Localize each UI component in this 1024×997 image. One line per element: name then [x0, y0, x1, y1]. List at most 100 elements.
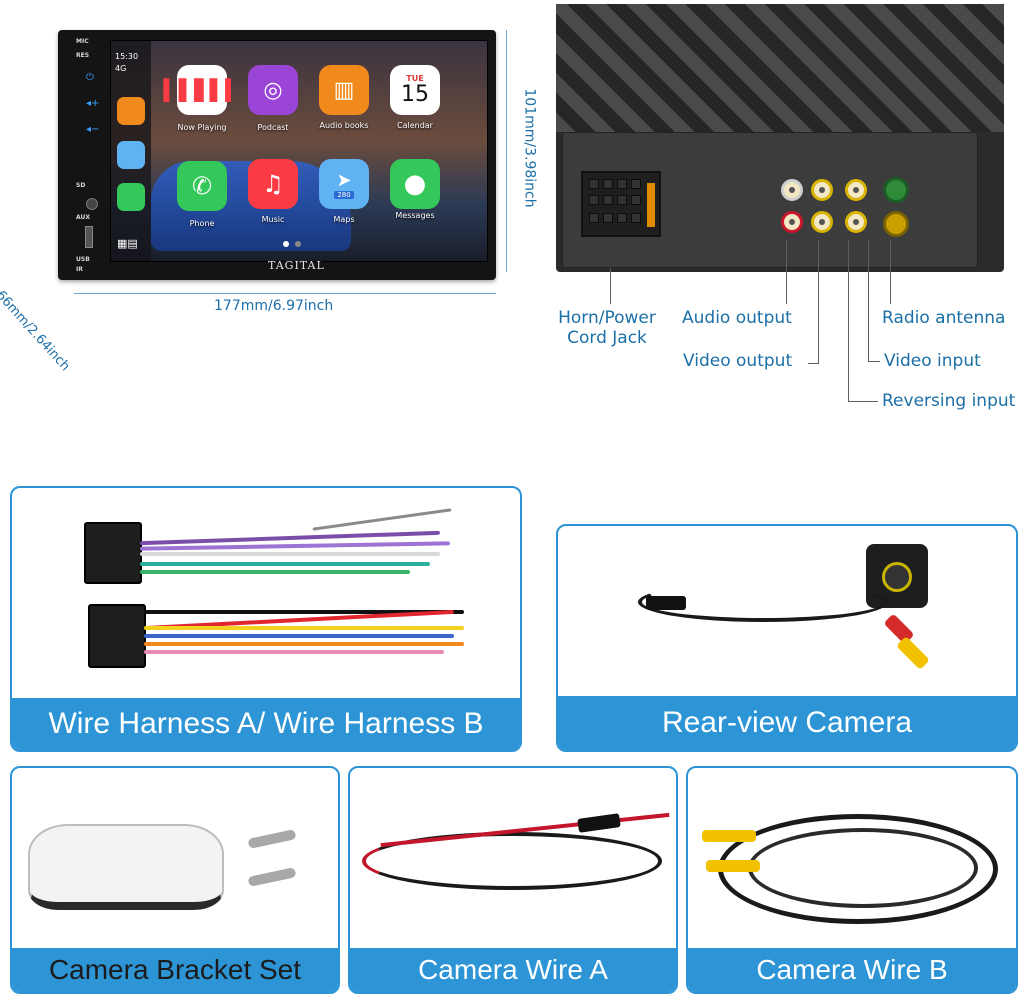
map-icon: ➤	[336, 169, 352, 191]
volume-up-icon: ◂+	[86, 98, 100, 109]
sd-label: SD	[76, 182, 86, 189]
status-bar: 15:30 4G	[115, 51, 138, 75]
screw-icon	[247, 867, 297, 887]
app-label: Phone	[189, 219, 215, 228]
carplay-screen[interactable]: 15:30 4G ▦▤ ▍▌▋▌▍ Now Playing ◎ Podcast …	[110, 40, 488, 262]
width-dimension-line	[74, 293, 496, 294]
app-label: Calendar	[397, 121, 433, 130]
app-now-playing[interactable]: ▍▌▋▌▍	[164, 65, 240, 115]
wire-a-plug	[577, 813, 621, 833]
bracket-caption: Camera Bracket Set	[12, 948, 338, 992]
rca-yellow-plug	[702, 830, 756, 842]
harness-b-connector	[88, 604, 146, 668]
audio-output-label: Audio output	[682, 308, 792, 328]
leader-line	[890, 240, 891, 304]
aux-label: AUX	[76, 214, 90, 221]
app-label: Maps	[333, 215, 355, 224]
fuse	[647, 183, 655, 227]
ir-label: IR	[76, 266, 83, 273]
mic-label: MIC	[76, 38, 89, 45]
power-icon: ⏻	[86, 72, 94, 83]
camera-wire-b-caption: Camera Wire B	[688, 948, 1016, 992]
usb-port	[85, 226, 93, 248]
width-dimension: 177mm/6.97inch	[214, 298, 334, 314]
app-label: Now Playing	[177, 123, 227, 132]
rear-connector-panel	[562, 132, 978, 268]
height-dimension-line	[506, 30, 507, 272]
leader-line	[848, 240, 849, 402]
cable-plug	[646, 596, 686, 610]
rca-jack	[845, 211, 867, 233]
page-dot-active	[283, 241, 289, 247]
horn-power-label: Horn/Power Cord Jack	[558, 308, 656, 348]
app-audiobooks[interactable]: ▥	[319, 65, 369, 115]
leader-line	[610, 268, 611, 304]
leader-line	[868, 240, 869, 362]
book-icon: ▥	[333, 77, 355, 103]
status-signal: 4G	[115, 64, 127, 73]
camera-wire-a-caption: Camera Wire A	[350, 948, 676, 992]
rca-jack	[811, 179, 833, 201]
rear-camera-card: Rear-view Camera	[556, 524, 1018, 752]
dock-audiobooks-icon[interactable]	[117, 97, 145, 125]
map-route-badge: 280	[334, 190, 354, 199]
rca-jack	[845, 179, 867, 201]
dashboard-grid-icon[interactable]: ▦▤	[117, 237, 138, 250]
harness-a-connector	[84, 522, 142, 584]
reversing-input-label: Reversing input	[882, 391, 1016, 411]
iso-power-connector	[581, 171, 661, 237]
bracket-card: Camera Bracket Set	[10, 766, 340, 994]
dock-maps-icon[interactable]	[117, 141, 145, 169]
screw-icon	[247, 829, 297, 849]
status-time: 15:30	[115, 52, 139, 61]
app-label: Music	[261, 215, 285, 224]
head-unit-back	[556, 4, 1004, 272]
leader-line	[848, 401, 878, 402]
app-calendar[interactable]: TUE 15	[390, 65, 440, 115]
app-label: Messages	[395, 211, 435, 220]
music-note-icon: ♫	[262, 170, 284, 198]
app-maps[interactable]: ➤ 280	[319, 159, 369, 209]
message-bubble-icon: ●	[403, 169, 427, 199]
rca-jack	[811, 211, 833, 233]
aux-jack	[86, 198, 98, 210]
leader-line	[868, 361, 880, 362]
usb-label: USB	[76, 256, 90, 263]
leader-line	[786, 240, 787, 304]
rca-yellow-plug	[896, 636, 930, 670]
wire-harness-caption: Wire Harness A/ Wire Harness B	[12, 698, 520, 750]
waveform-icon: ▍▌▋▌▍	[163, 78, 241, 102]
app-music[interactable]: ♫	[248, 159, 298, 209]
calendar-day: TUE	[406, 73, 424, 83]
camera-cable	[638, 582, 888, 622]
brand-logo: TAGITAL	[268, 259, 325, 272]
volume-down-icon: ◂−	[86, 124, 100, 135]
video-output-label: Video output	[683, 351, 793, 371]
app-phone[interactable]: ✆	[177, 161, 227, 211]
app-messages[interactable]: ●	[390, 159, 440, 209]
rca-jack	[781, 211, 803, 233]
video-input-label: Video input	[884, 351, 981, 371]
head-unit-side-panel: MIC RES ⏻ ◂+ ◂− SD AUX USB IR	[58, 30, 106, 280]
calendar-date: 15	[401, 81, 429, 107]
wire-harness-card: Wire Harness A/ Wire Harness B	[10, 486, 522, 752]
depth-dimension: 66mm/2.64inch	[0, 288, 73, 375]
page-dot	[295, 241, 301, 247]
radio-antenna-port	[883, 177, 909, 203]
rca-yellow-plug	[706, 860, 760, 872]
reset-label: RES	[76, 52, 90, 59]
camera-wire-a-card: Camera Wire A	[348, 766, 678, 994]
rca-jack	[781, 179, 803, 201]
dock-messages-icon[interactable]	[117, 183, 145, 211]
app-label: Audio books	[319, 121, 369, 130]
wire-a-cable	[362, 832, 662, 890]
radio-antenna-label: Radio antenna	[882, 308, 1006, 328]
carplay-dock: 15:30 4G ▦▤	[111, 41, 151, 261]
camera-body	[866, 544, 928, 608]
rear-camera-caption: Rear-view Camera	[558, 696, 1016, 750]
camera-bracket-pad	[28, 824, 224, 910]
app-podcast[interactable]: ◎	[248, 65, 298, 115]
phone-icon: ✆	[191, 172, 213, 200]
heat-sink	[556, 4, 1004, 132]
camera-lens-icon	[882, 562, 912, 592]
